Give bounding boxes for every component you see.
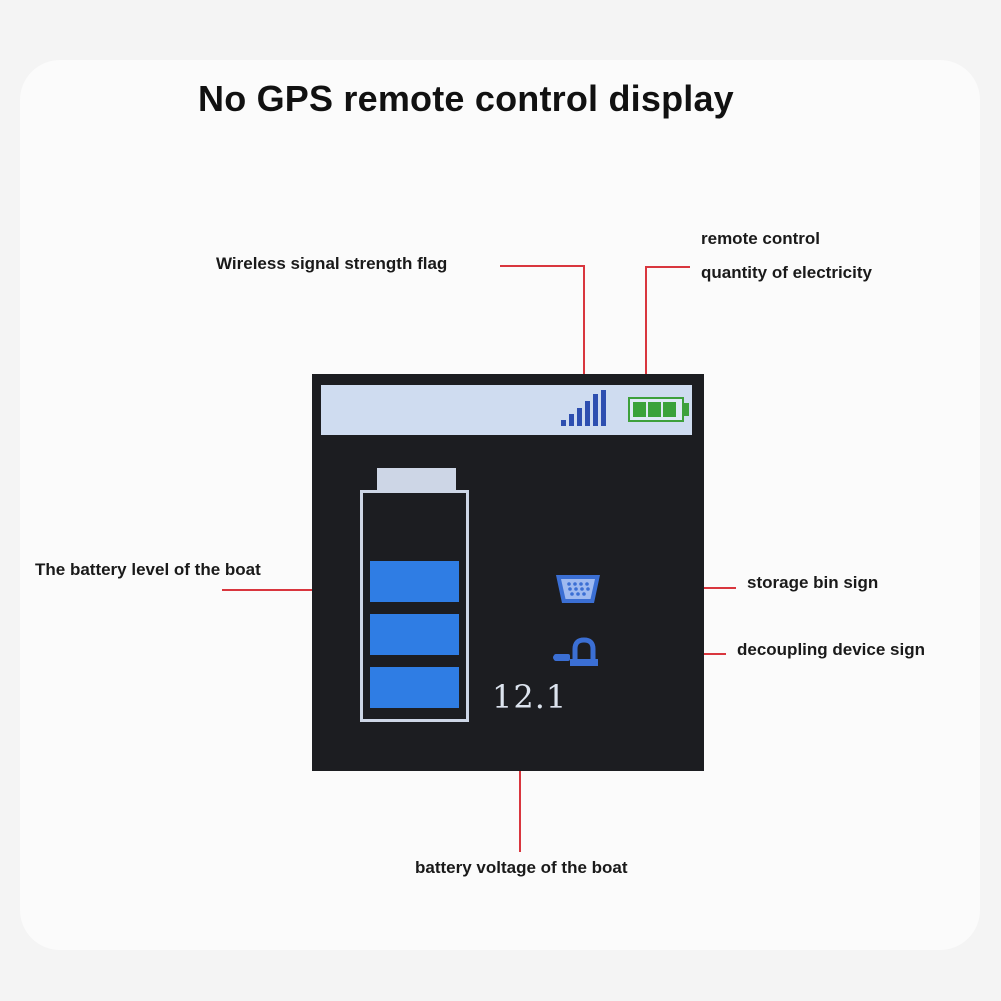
battery-icon xyxy=(628,397,684,422)
decoupling-device-icon xyxy=(553,637,598,666)
battery-segment xyxy=(663,402,676,417)
remote-display-screen: 12.1 xyxy=(312,374,704,771)
signal-bar xyxy=(601,390,606,426)
boat-battery-icon xyxy=(360,490,469,722)
battery-tip xyxy=(684,403,689,416)
label-decoupling-device: decoupling device sign xyxy=(737,640,925,659)
boat-battery-bar xyxy=(370,561,459,602)
signal-bar xyxy=(569,414,574,426)
battery-segment xyxy=(648,402,661,417)
leader-line-signal-vertical xyxy=(583,265,585,397)
storage-bin-icon xyxy=(556,575,600,603)
boat-battery-bar xyxy=(370,667,459,708)
label-remote-control-line2: quantity of electricity xyxy=(701,263,872,282)
label-boat-battery-level: The battery level of the boat xyxy=(35,560,261,579)
leader-line-voltage xyxy=(519,716,521,852)
signal-bar xyxy=(585,401,590,426)
label-wireless-signal: Wireless signal strength flag xyxy=(216,254,448,273)
leader-line-remote-vertical xyxy=(645,266,647,394)
leader-line-remote-horizontal xyxy=(645,266,690,268)
leader-line-signal-horizontal xyxy=(500,265,584,267)
label-boat-voltage: battery voltage of the boat xyxy=(415,858,628,877)
boat-battery-cap xyxy=(377,468,456,490)
label-remote-control-line1: remote control xyxy=(701,229,821,248)
status-bar xyxy=(321,385,692,435)
signal-bar xyxy=(577,408,582,426)
leader-line-boat-battery xyxy=(222,589,362,591)
voltage-readout: 12.1 xyxy=(492,678,568,716)
signal-bar xyxy=(561,420,566,426)
signal-bar xyxy=(593,394,598,426)
boat-battery-bar xyxy=(370,614,459,655)
battery-segment xyxy=(633,402,646,417)
page-title: No GPS remote control display xyxy=(198,78,734,119)
label-storage-bin: storage bin sign xyxy=(747,573,879,592)
